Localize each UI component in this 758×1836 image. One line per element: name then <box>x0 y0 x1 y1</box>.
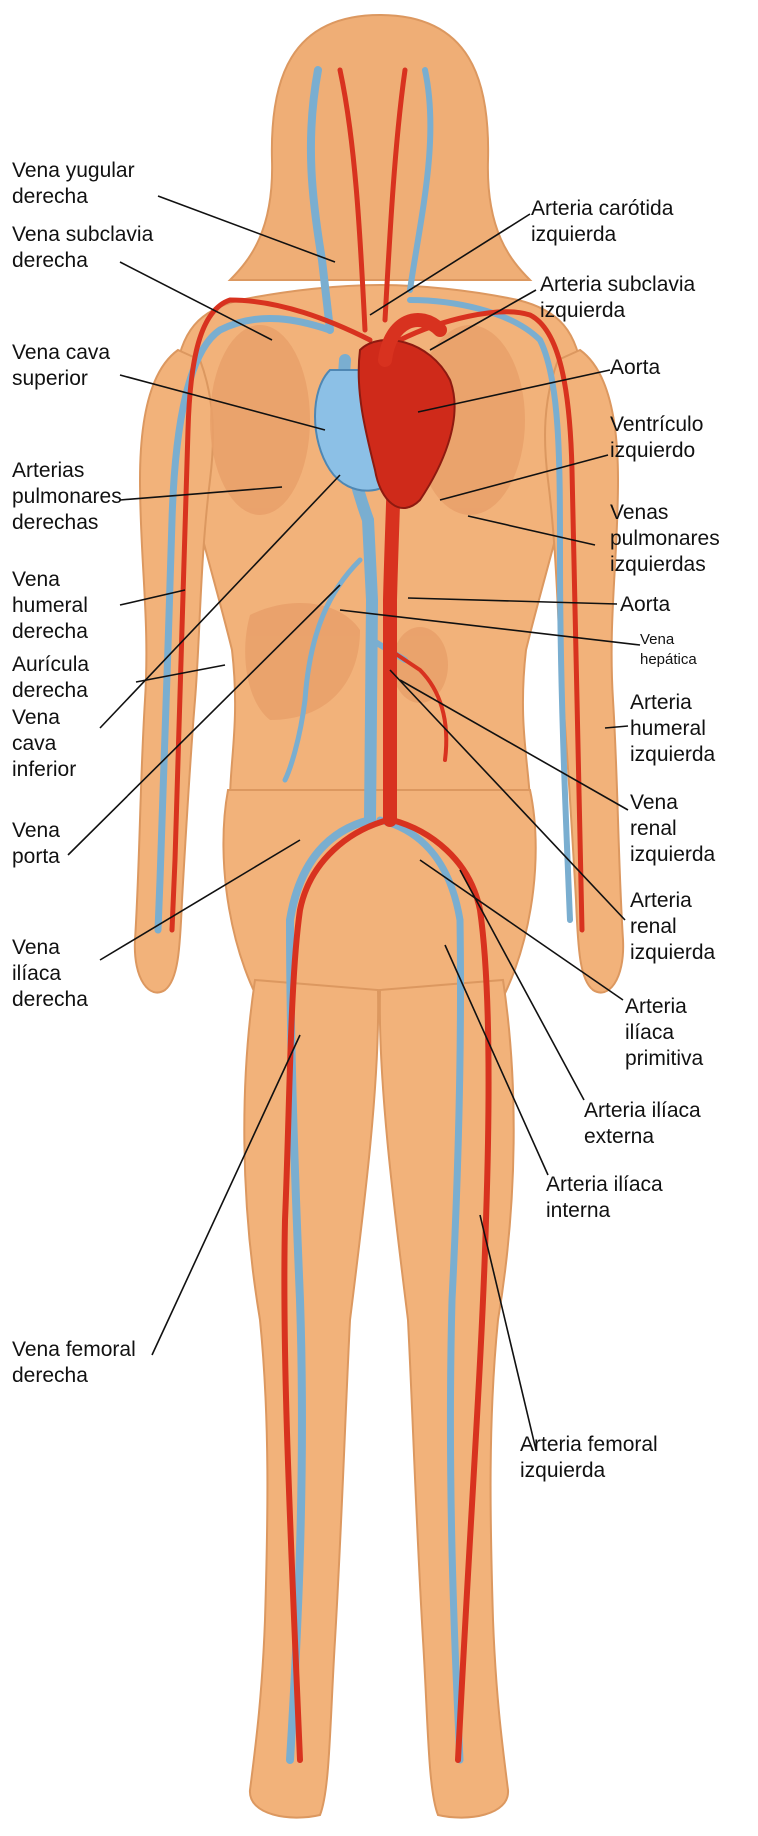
label-vena-porta: Vena porta <box>12 818 60 870</box>
label-venas-pulmonares-izquierdas: Venas pulmonares izquierdas <box>610 500 720 578</box>
label-arteria-iliaca-interna: Arteria ilíaca interna <box>546 1172 663 1224</box>
label-vena-yugular-derecha: Vena yugular derecha <box>12 158 135 210</box>
label-ventriculo-izquierdo: Ventrículo izquierdo <box>610 412 703 464</box>
label-auricula-derecha: Aurícula derecha <box>12 652 89 704</box>
label-arteria-humeral-izquierda: Arteria humeral izquierda <box>630 690 715 768</box>
label-vena-renal-izquierda: Vena renal izquierda <box>630 790 715 868</box>
label-arteria-iliaca-primitiva: Arteria ilíaca primitiva <box>625 994 703 1072</box>
label-aorta-upper: Aorta <box>610 355 660 381</box>
label-arteria-carotida-izquierda: Arteria carótida izquierda <box>531 196 673 248</box>
right-lung-shadow <box>210 325 310 515</box>
label-arteria-subclavia-izquierda: Arteria subclavia izquierda <box>540 272 695 324</box>
label-vena-subclavia-derecha: Vena subclavia derecha <box>12 222 153 274</box>
label-aorta-lower: Aorta <box>620 592 670 618</box>
label-vena-femoral-derecha: Vena femoral derecha <box>12 1337 136 1389</box>
label-vena-humeral-derecha: Vena humeral derecha <box>12 567 88 645</box>
label-vena-cava-superior: Vena cava superior <box>12 340 110 392</box>
label-vena-cava-inferior: Vena cava inferior <box>12 705 76 783</box>
label-vena-iliaca-derecha: Vena ilíaca derecha <box>12 935 88 1013</box>
label-arteria-iliaca-externa: Arteria ilíaca externa <box>584 1098 701 1150</box>
label-arteria-femoral-izquierda: Arteria femoral izquierda <box>520 1432 658 1484</box>
label-vena-hepatica: Vena hepática <box>640 630 697 670</box>
label-arterias-pulmonares-derechas: Arterias pulmonares derechas <box>12 458 122 536</box>
label-arteria-renal-izquierda: Arteria renal izquierda <box>630 888 715 966</box>
